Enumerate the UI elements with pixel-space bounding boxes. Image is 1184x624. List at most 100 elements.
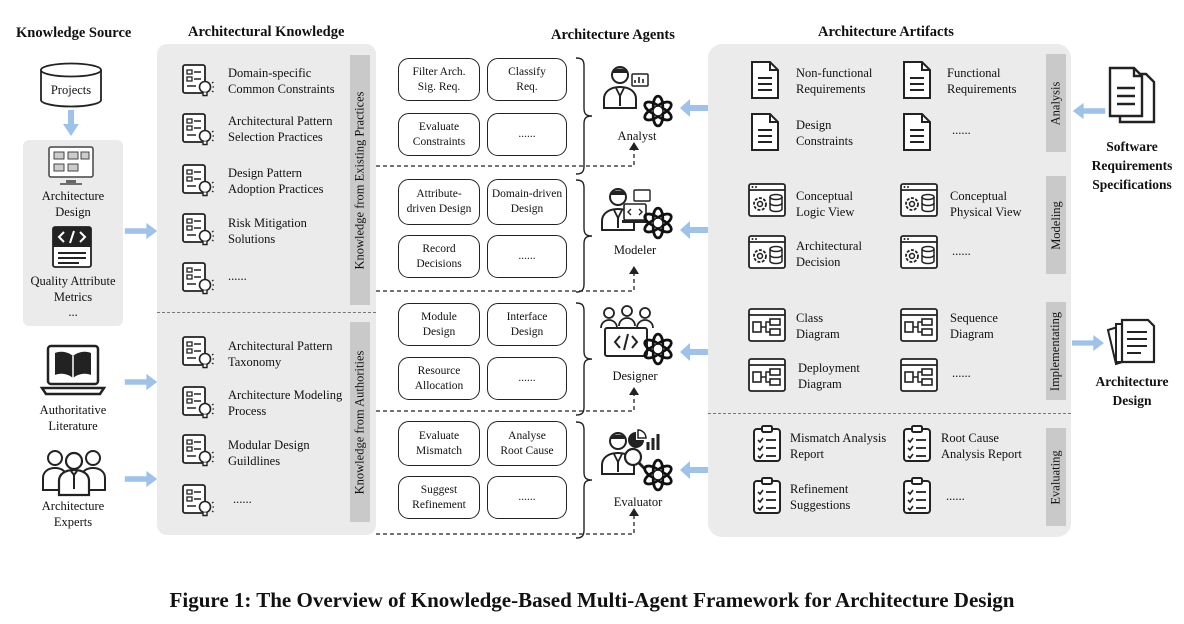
agent-name-designer: Designer [612,369,658,383]
gear-database-window-icon [748,183,786,217]
agent-connectors [376,57,639,539]
agent-name-modeler: Modeler [613,243,657,257]
knowledge-bulb-icon [182,336,214,369]
existing-practices-label: Knowledge from Existing Practices [352,90,367,270]
evaluating-label: Evaluating [1048,449,1063,505]
architecture-design-label: Architecture Design [41,189,105,219]
task-box: Attribute- driven Design [398,179,480,225]
knowledge-divider [157,312,376,313]
knowledge-item: Design Pattern Adoption Practices [228,166,324,196]
architecture-design-icon [48,146,94,186]
artifact-item: Mismatch Analysis Report [790,431,887,461]
artifact-item: Root Cause Analysis Report [941,431,1022,461]
task-box: Evaluate Constraints [398,113,480,156]
artifact-item: Class Diagram [796,311,840,341]
knowledge-item: ...... [233,492,252,506]
code-document-icon [49,226,95,270]
header-architectural-knowledge: Architectural Knowledge [188,24,345,40]
knowledge-bulb-icon [182,262,214,295]
analyst-person-icon [600,64,650,110]
class-diagram-window-icon [748,308,786,342]
clipboard-checklist-icon [903,477,931,514]
knowledge-item: Risk Mitigation Solutions [228,216,307,246]
class-diagram-window-icon [900,308,938,342]
artifact-item: Design Constraints [796,118,853,148]
task-box: ...... [487,476,567,519]
artifact-item: Functional Requirements [947,66,1017,96]
gear-database-window-icon [900,183,938,217]
task-box: Domain-driven Design [487,179,567,225]
analysis-label-bar: Analysis [1046,54,1066,152]
task-box: ...... [487,235,567,278]
task-box: Resource Allocation [398,357,480,400]
artifact-item: Architectural Decision [796,239,862,269]
knowledge-bulb-icon [182,386,214,419]
literature-label: Authoritative Literature [39,403,107,433]
projects-database-icon [38,62,104,108]
document-icon [903,113,931,151]
srs-label: Software Requirements Specifications [1091,139,1173,192]
class-diagram-window-icon [900,358,938,392]
knowledge-bulb-icon [182,213,214,246]
artifact-item: Non-functional Requirements [796,66,873,96]
artifact-item: Refinement Suggestions [790,482,851,512]
existing-practices-label-bar: Knowledge from Existing Practices [350,55,370,305]
arrow-srs-to-artifacts [1072,102,1106,120]
task-box: Suggest Refinement [398,476,480,519]
knowledge-item: Architectural Pattern Selection Practice… [228,114,333,144]
header-architecture-artifacts: Architecture Artifacts [818,24,954,40]
modeler-person-icon [598,186,654,232]
analysis-label: Analysis [1048,81,1063,125]
task-box: Filter Arch. Sig. Req. [398,58,480,101]
design-papers-icon [1104,318,1156,368]
task-box: Analyse Root Cause [487,421,567,466]
projects-label: Projects [50,83,92,97]
openai-logo-icon [641,332,675,366]
implementating-label-bar: Implementating [1046,302,1066,400]
task-box: Interface Design [487,303,567,346]
artifact-item: ...... [952,366,971,380]
implementating-label: Implementating [1048,311,1063,391]
designer-team-icon [597,305,663,358]
modeling-label-bar: Modeling [1046,176,1066,274]
task-box: Evaluate Mismatch [398,421,480,466]
gear-database-window-icon [748,235,786,269]
knowledge-item: Domain-specific Common Constraints [228,66,335,96]
header-architecture-agents: Architecture Agents [551,27,675,43]
artifact-item: Deployment Diagram [798,361,860,391]
knowledge-item: Architectural Pattern Taxonomy [228,339,333,369]
openai-logo-icon [641,458,675,492]
quality-metrics-label: Quality Attribute Metrics [30,274,116,304]
header-knowledge-source: Knowledge Source [16,25,132,41]
artifact-item: Conceptual Physical View [950,189,1022,219]
knowledge-bulb-icon [182,64,214,97]
artifact-item: ...... [952,244,971,258]
task-box: ...... [487,113,567,156]
artifact-item: Sequence Diagram [950,311,998,341]
agent-name-evaluator: Evaluator [613,495,663,509]
modeling-label: Modeling [1048,200,1063,250]
knowledge-bulb-icon [182,434,214,467]
architecture-design-output-label: Architecture Design [1095,374,1169,408]
knowledge-item: ...... [228,269,247,283]
arrow-experts-to-authorities [124,470,158,488]
arrow-artifacts-to-design [1072,335,1104,351]
arrow-literature-to-authorities [124,373,158,391]
experts-group-icon [42,448,106,497]
gear-database-window-icon [900,235,938,269]
task-box: Record Decisions [398,235,480,278]
task-box: Module Design [398,303,480,346]
clipboard-checklist-icon [753,425,781,462]
agent-name-analyst: Analyst [617,129,657,143]
experts-label: Architecture Experts [41,499,105,529]
projects-down-arrow [63,110,79,136]
knowledge-bulb-icon [182,113,214,146]
clipboard-checklist-icon [753,477,781,514]
knowledge-item: Architecture Modeling Process [228,388,343,418]
authorities-label-bar: Knowledge from Authorities [350,322,370,522]
authorities-label: Knowledge from Authorities [352,350,367,494]
task-box: ...... [487,357,567,400]
artifact-item: Conceptual Logic View [796,189,855,219]
knowledge-item: Modular Design Guildlines [228,438,310,468]
task-box: Classify Req. [487,58,567,101]
